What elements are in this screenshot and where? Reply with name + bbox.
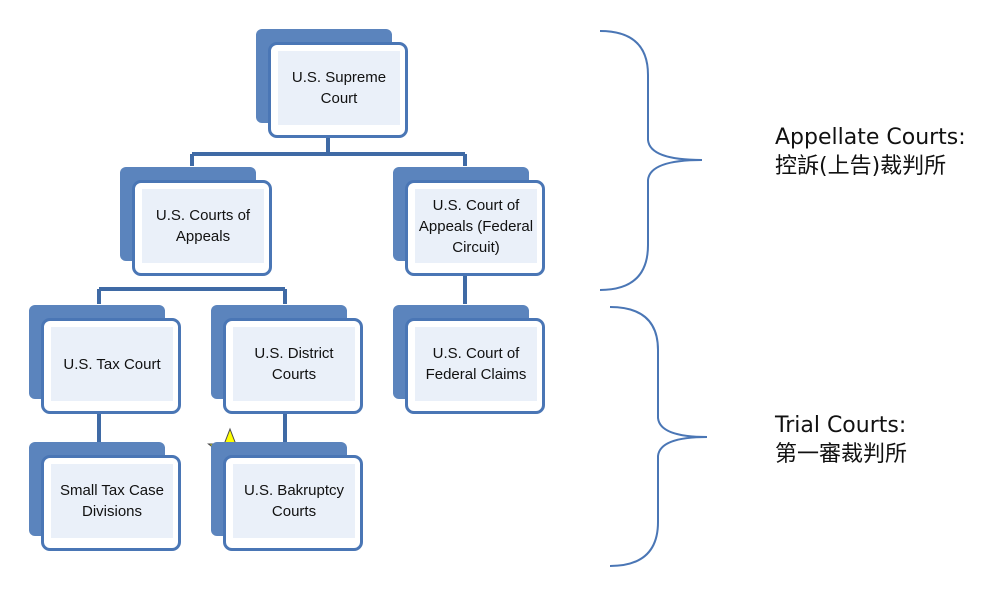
- node-label: Small Tax Case Divisions: [51, 464, 173, 538]
- appellate-brace: [599, 30, 703, 291]
- node-label: U.S. Courts of Appeals: [142, 189, 264, 263]
- brackets: [599, 30, 708, 567]
- appellate-en: Appellate Courts:: [775, 125, 966, 150]
- node-label: U.S. Court of Federal Claims: [415, 327, 537, 401]
- node-label: U.S. District Courts: [233, 327, 355, 401]
- node-label: U.S. Bakruptcy Courts: [233, 464, 355, 538]
- node-label: U.S. Court of Appeals (Federal Circuit): [415, 189, 537, 263]
- node-label: U.S. Tax Court: [51, 327, 173, 401]
- appellate-ja: 控訴(上告)裁判所: [775, 154, 947, 179]
- trial-ja: 第一審裁判所: [775, 442, 908, 467]
- trial-brace: [609, 306, 708, 567]
- trial-en: Trial Courts:: [775, 413, 907, 438]
- node-label: U.S. Supreme Court: [278, 51, 400, 125]
- appellate-courts-label: Appellate Courts: 控訴(上告)裁判所: [775, 123, 966, 181]
- trial-courts-label: Trial Courts: 第一審裁判所: [775, 411, 907, 469]
- connectors: [97, 125, 467, 442]
